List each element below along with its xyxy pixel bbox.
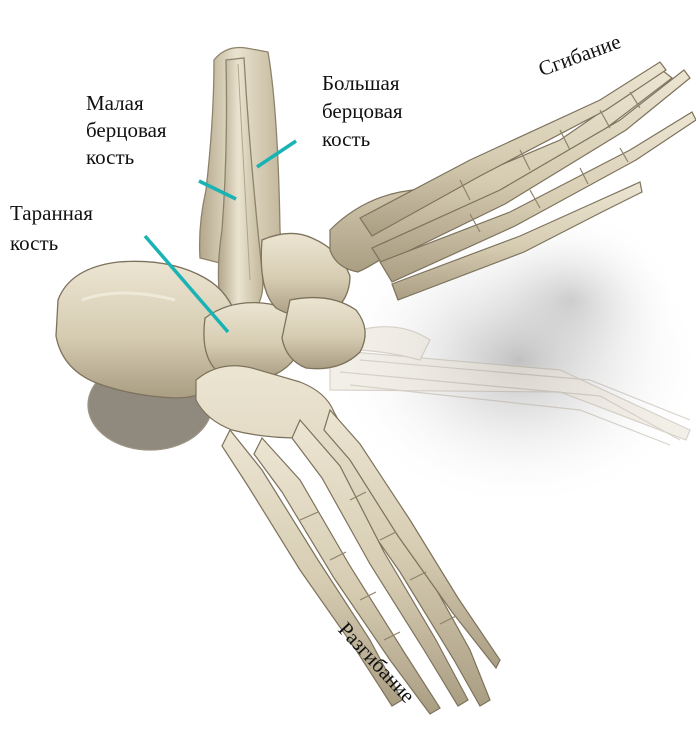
tibia-label-line2: берцовая <box>322 98 403 125</box>
tibia-label-line1: Большая <box>322 70 400 97</box>
tibia-label-line3: кость <box>322 126 370 153</box>
talus-label-line1: Таранная <box>10 200 93 227</box>
fibula-label-line1: Малая <box>86 90 144 117</box>
fibula-label-line2: берцовая <box>86 117 167 144</box>
fibula-label-line3: кость <box>86 144 134 171</box>
talus-label-line2: кость <box>10 230 58 257</box>
